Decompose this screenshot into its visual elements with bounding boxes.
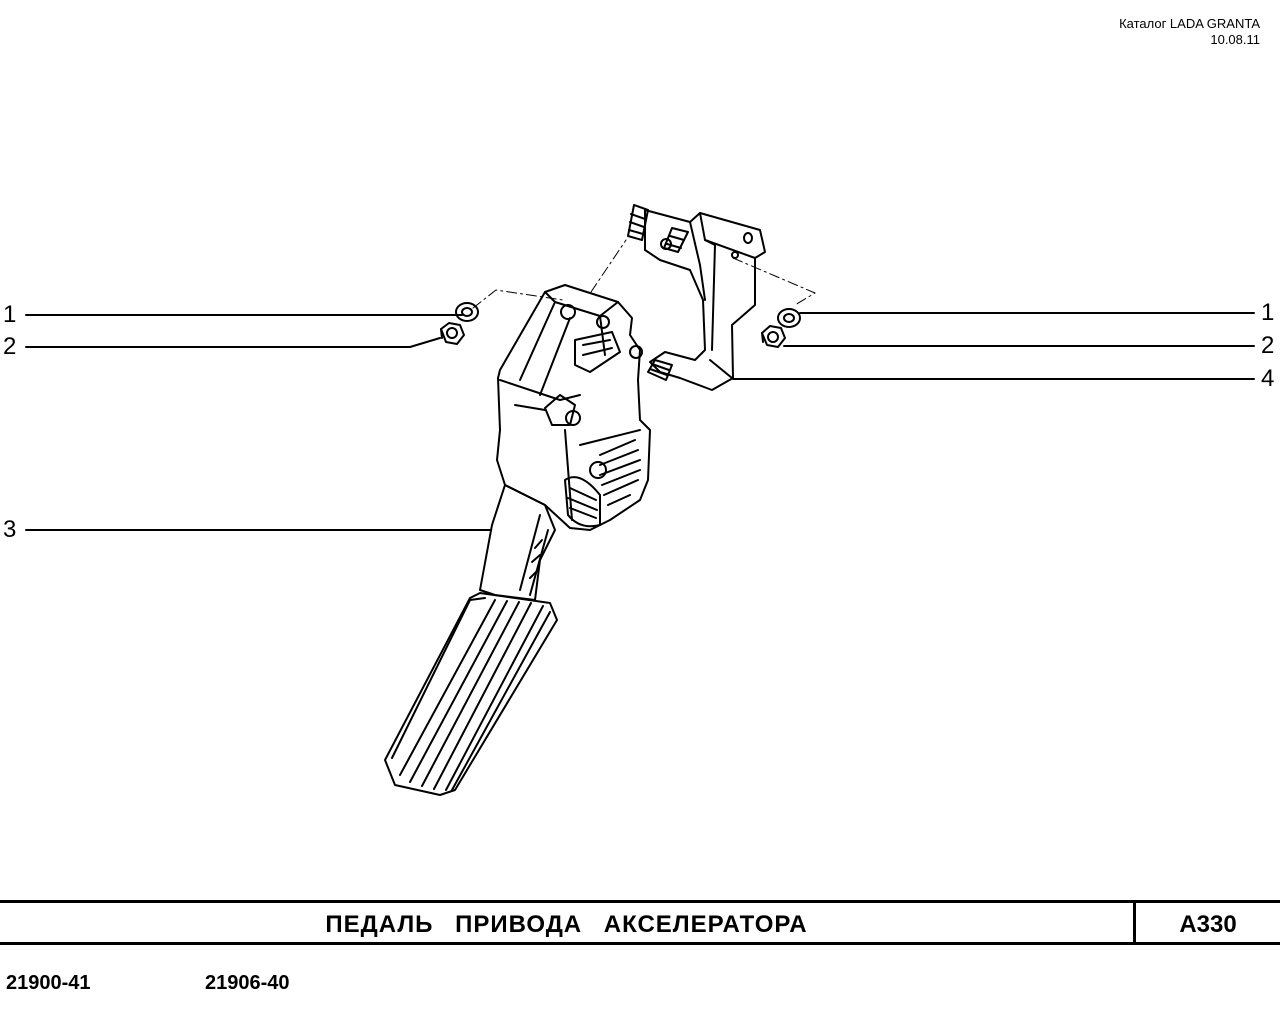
model-number-2: 21906-40 bbox=[205, 972, 290, 994]
callout-left-2: 2 bbox=[3, 333, 17, 360]
washer-right bbox=[777, 308, 801, 328]
catalog-date: 10.08.11 bbox=[1210, 32, 1260, 47]
catalog-header: Каталог LADA GRANTA bbox=[1119, 16, 1260, 31]
section-code: A330 bbox=[1179, 911, 1237, 938]
stud-middle bbox=[663, 227, 689, 253]
assembly-line-stud bbox=[590, 239, 627, 293]
nut-left bbox=[440, 322, 465, 345]
stud-upper bbox=[627, 204, 649, 241]
title-bar: ПЕДАЛЬ ПРИВОДА АКСЕЛЕРАТОРА A330 bbox=[0, 900, 1280, 945]
washer-left bbox=[455, 302, 479, 322]
assembly-line-left bbox=[472, 289, 564, 309]
page-title: ПЕДАЛЬ ПРИВОДА АКСЕЛЕРАТОРА bbox=[325, 911, 808, 938]
callout-right-1: 1 bbox=[1261, 299, 1275, 326]
pedal-assembly-drawing bbox=[25, 204, 1255, 796]
nut-right bbox=[761, 325, 786, 348]
mounting-bracket bbox=[627, 204, 766, 391]
callout-left-3: 3 bbox=[3, 516, 17, 543]
model-number-1: 21900-41 bbox=[6, 972, 91, 994]
pedal-arm bbox=[479, 484, 556, 601]
leader-line-left-2 bbox=[25, 337, 441, 348]
callout-right-4: 4 bbox=[1261, 365, 1275, 392]
callout-right-2: 2 bbox=[1261, 332, 1275, 359]
callout-left-1: 1 bbox=[3, 301, 17, 328]
assembly-line-right bbox=[732, 257, 816, 306]
pedal-foot-pad bbox=[384, 592, 558, 796]
title-divider bbox=[1133, 903, 1136, 942]
